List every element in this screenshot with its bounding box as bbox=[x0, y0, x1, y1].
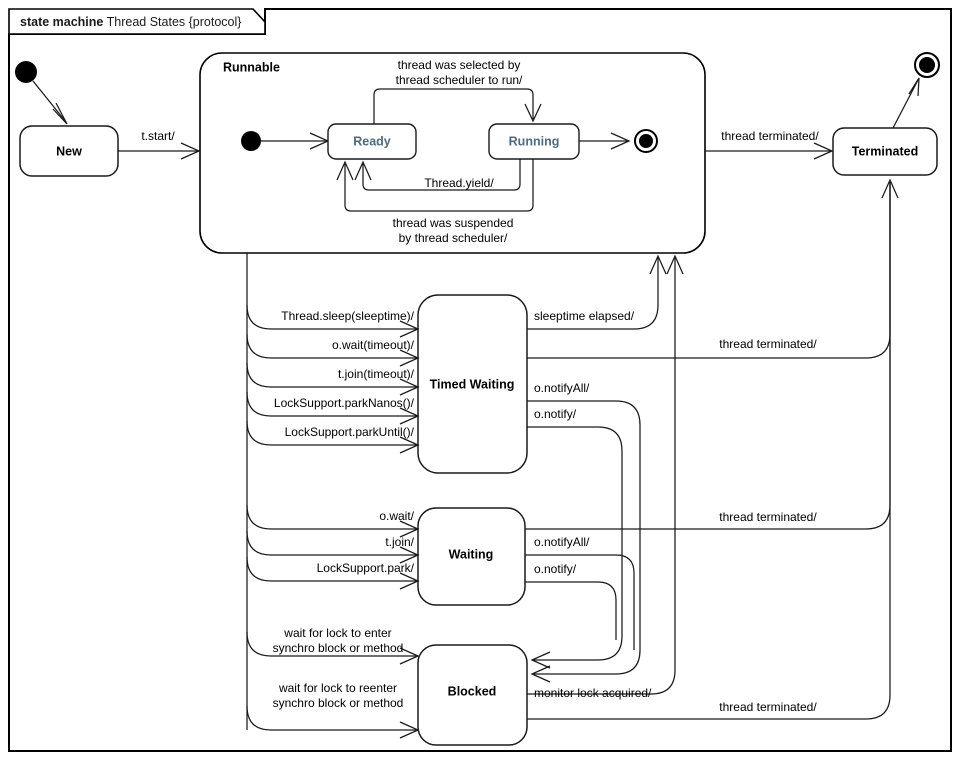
edge-waiting-to-blocked-notify bbox=[525, 581, 617, 640]
runnable-initial-state bbox=[241, 131, 261, 151]
label-notify-all-timed: o.notifyAll/ bbox=[534, 381, 590, 395]
label-suspended-line1: thread was suspended bbox=[393, 216, 514, 230]
state-waiting[interactable] bbox=[417, 507, 526, 606]
arrowhead-blocked-to-runnable bbox=[666, 254, 684, 275]
final-state-ring bbox=[914, 52, 940, 78]
edge-to-timed-waiting-parknanos bbox=[246, 391, 417, 417]
arrowhead-timed-waiting-owait bbox=[399, 349, 420, 367]
label-thread-terminated-waiting: thread terminated/ bbox=[719, 510, 817, 524]
edge-to-waiting-tjoin bbox=[246, 530, 417, 556]
edge-to-timed-waiting-parkuntil bbox=[246, 420, 417, 446]
runnable-final-state-ring bbox=[634, 129, 658, 153]
arrowhead-running-to-runnable-final bbox=[610, 132, 631, 150]
edge-running-to-ready-suspended bbox=[344, 159, 534, 212]
state-runnable[interactable] bbox=[199, 52, 706, 254]
label-sleeptime-elapsed: sleeptime elapsed/ bbox=[534, 309, 635, 323]
edge-blocked-to-terminated bbox=[527, 182, 891, 720]
arrowhead-new-to-runnable bbox=[180, 142, 201, 160]
runnable-final-state bbox=[639, 134, 653, 148]
label-park: LockSupport.park/ bbox=[317, 561, 415, 575]
frame-tab-keyword: state machine bbox=[20, 15, 103, 29]
edge-initial-to-new bbox=[32, 80, 67, 123]
frame-tab bbox=[8, 8, 266, 35]
label-thread-terminated-timed: thread terminated/ bbox=[719, 337, 817, 351]
label-park-until: LockSupport.parkUntil()/ bbox=[285, 425, 415, 439]
label-t-join: t.join/ bbox=[385, 535, 414, 549]
label-notify-all-waiting: o.notifyAll/ bbox=[534, 535, 590, 549]
state-runnable-label: Runnable bbox=[223, 60, 280, 74]
label-thread-yield: Thread.yield/ bbox=[424, 176, 494, 190]
state-new-label: New bbox=[56, 144, 82, 158]
arrowhead-timed-waiting-to-blocked-notify bbox=[530, 651, 551, 669]
arrowhead-ready-to-running bbox=[524, 103, 542, 123]
substate-running-label: Running bbox=[509, 134, 560, 148]
edge-to-blocked-reenter bbox=[246, 705, 417, 731]
label-wait-enter-line1: wait for lock to enter bbox=[283, 626, 391, 640]
initial-state bbox=[15, 61, 37, 83]
final-state bbox=[919, 57, 935, 73]
label-o-wait-timeout: o.wait(timeout)/ bbox=[332, 338, 415, 352]
state-terminated-label: Terminated bbox=[852, 144, 918, 158]
substate-ready-label: Ready bbox=[353, 134, 391, 148]
arrowhead-timed-waiting-tjoin bbox=[399, 378, 420, 396]
label-thread-terminated-runnable: thread terminated/ bbox=[721, 129, 819, 143]
edge-timed-waiting-to-runnable bbox=[527, 258, 659, 330]
edge-terminated-to-final bbox=[892, 79, 919, 129]
state-timed-waiting[interactable] bbox=[417, 294, 528, 474]
edge-to-timed-waiting-tjoin bbox=[246, 362, 417, 388]
frame-tab-title: Thread States {protocol} bbox=[107, 15, 242, 29]
state-waiting-label: Waiting bbox=[449, 547, 494, 561]
arrowhead-blocked-enter bbox=[399, 647, 420, 665]
arrowhead-blocked-reenter bbox=[399, 721, 420, 739]
arrowhead-waiting-owait bbox=[399, 520, 420, 538]
label-t-join-timeout: t.join(timeout)/ bbox=[338, 367, 415, 381]
label-wait-reenter-line2: synchro block or method bbox=[273, 696, 404, 710]
edge-waiting-to-blocked-notifyall bbox=[525, 554, 635, 650]
arrowhead-timed-waiting-to-runnable bbox=[649, 254, 667, 275]
edge-timed-waiting-to-blocked-notifyall bbox=[527, 400, 641, 675]
arrowhead-timed-waiting-to-terminated bbox=[881, 178, 899, 199]
label-wait-reenter-line1: wait for lock to reenter bbox=[278, 681, 397, 695]
label-park-nanos: LockSupport.parkNanos()/ bbox=[274, 396, 415, 410]
arrowhead-waiting-tjoin bbox=[399, 546, 420, 564]
label-selected-line2: thread scheduler to run/ bbox=[396, 73, 523, 87]
edge-blocked-to-runnable bbox=[527, 258, 676, 695]
arrowhead-running-to-ready-yield bbox=[354, 160, 372, 181]
label-notify-waiting: o.notify/ bbox=[534, 562, 577, 576]
state-blocked-label: Blocked bbox=[448, 684, 497, 698]
substate-ready[interactable] bbox=[327, 123, 417, 160]
edge-ready-to-running bbox=[373, 88, 534, 124]
arrowhead-timed-waiting-to-blocked-notifyall bbox=[530, 665, 551, 683]
label-selected-line1: thread was selected by bbox=[398, 58, 521, 72]
edge-to-timed-waiting-sleep bbox=[246, 304, 417, 330]
arrowhead-runnable-to-terminated bbox=[813, 142, 834, 160]
frame-tab-label: state machine Thread States {protocol} bbox=[20, 15, 241, 29]
arrowhead-timed-waiting-parkuntil bbox=[399, 436, 420, 454]
arrowhead-timed-waiting-sleep bbox=[399, 320, 420, 338]
label-suspended-line2: by thread scheduler/ bbox=[399, 231, 508, 245]
label-wait-enter-line2: synchro block or method bbox=[273, 641, 404, 655]
label-o-wait: o.wait/ bbox=[379, 509, 414, 523]
state-blocked[interactable] bbox=[417, 644, 528, 746]
arrowhead-running-to-ready-suspended bbox=[336, 160, 354, 181]
state-timed-waiting-label: Timed Waiting bbox=[430, 377, 515, 391]
arrowhead-initial-to-new bbox=[52, 102, 68, 125]
edge-to-blocked-enter bbox=[246, 631, 417, 657]
label-monitor-acquired: monitor lock acquired/ bbox=[534, 686, 652, 700]
state-terminated[interactable] bbox=[832, 127, 938, 176]
edge-to-waiting-park bbox=[246, 556, 417, 582]
edge-running-to-ready-yield bbox=[362, 159, 521, 191]
edge-to-timed-waiting-owait bbox=[246, 333, 417, 359]
arrowhead-waiting-park bbox=[399, 572, 420, 590]
edge-to-waiting-owait bbox=[246, 504, 417, 530]
arrowhead-terminated-to-final bbox=[908, 77, 920, 97]
label-notify-timed: o.notify/ bbox=[534, 407, 577, 421]
edge-timed-waiting-to-blocked-notify bbox=[527, 426, 623, 661]
label-thread-terminated-blocked: thread terminated/ bbox=[719, 700, 817, 714]
label-t-start: t.start/ bbox=[141, 129, 175, 143]
label-thread-sleep: Thread.sleep(sleeptime)/ bbox=[281, 309, 414, 323]
arrowhead-timed-waiting-parknanos bbox=[399, 407, 420, 425]
